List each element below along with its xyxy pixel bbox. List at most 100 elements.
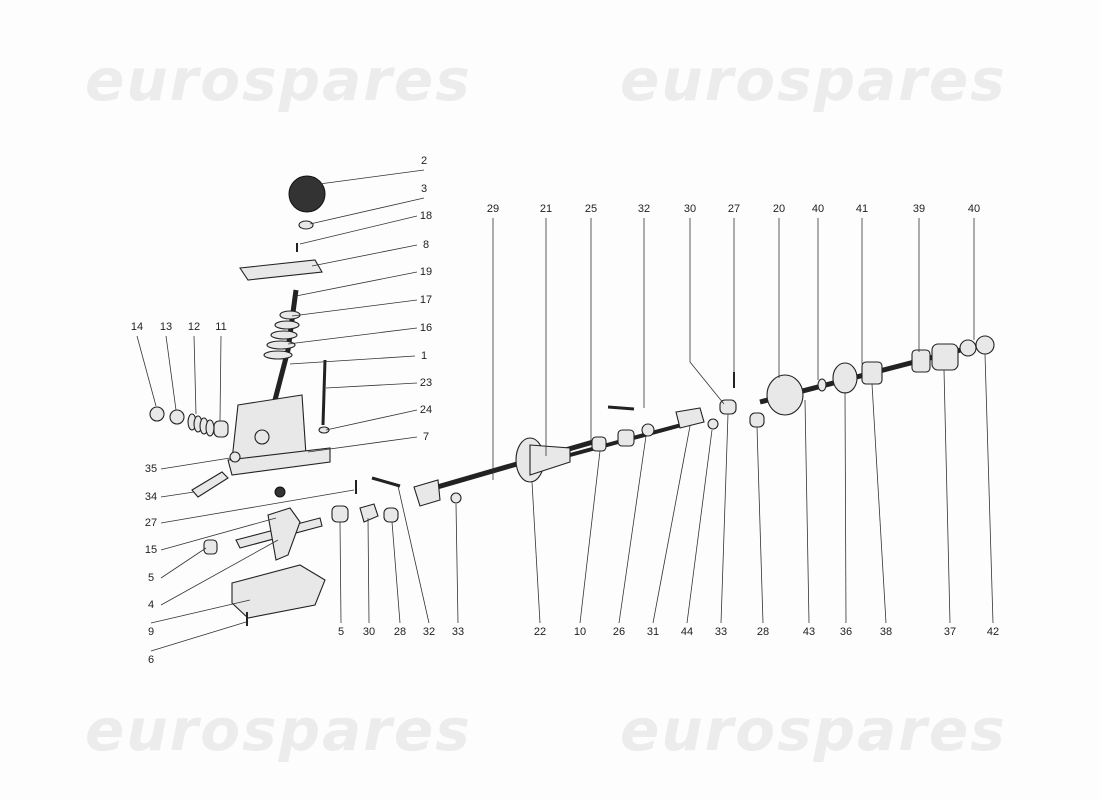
leader-line [455,503,459,624]
callout-37: 37 [944,626,956,638]
callout-7: 7 [423,431,429,443]
ring [641,423,655,437]
leader-line [311,244,418,267]
nut [450,492,462,504]
washer [318,426,330,434]
leader-line [150,599,251,624]
housing-port [254,429,270,445]
callout-14: 14 [131,321,143,333]
callout-38: 38 [880,626,892,638]
linkage-rod [419,437,601,495]
ring [591,436,607,452]
housing-base [227,447,331,476]
callout-5: 5 [338,626,344,638]
leader-line [160,491,195,498]
leader-line [311,169,425,186]
callout-17: 17 [420,294,432,306]
leader-line [531,481,541,624]
callout-12: 12 [188,321,200,333]
bolt [371,476,401,488]
callout-10: 10 [574,626,586,638]
leader-line [689,218,725,405]
callout-28: 28 [394,626,406,638]
bush [203,539,218,555]
callout-11: 11 [215,321,226,333]
callout-30: 30 [363,626,375,638]
nut [707,418,719,430]
gate-plate [239,259,323,281]
callout-30: 30 [684,203,696,215]
callout-18: 18 [420,210,432,222]
spring-small [187,413,215,437]
ring [817,378,827,392]
callout-41: 41 [856,203,868,215]
callout-32: 32 [638,203,650,215]
callout-36: 36 [840,626,852,638]
watermark: eurospares [85,46,472,114]
callout-22: 22 [534,626,546,638]
circlip [149,406,165,422]
callout-27: 27 [728,203,740,215]
plunger [213,420,229,438]
bush [383,507,399,523]
leader-lines [136,169,994,652]
nut [298,220,314,230]
leader-line [165,335,177,411]
gear-knob [288,175,326,213]
watermark: eurospares [85,696,472,764]
leader-line [391,521,401,624]
callout-5: 5 [148,572,154,584]
leader-line [219,335,222,422]
leader-line [397,485,430,624]
callout-44: 44 [681,626,693,638]
callout-8: 8 [423,239,429,251]
callout-6: 6 [148,654,154,666]
watermark: eurospares [620,46,1007,114]
callout-26: 26 [613,626,625,638]
ring [169,409,185,425]
leader-line [652,425,691,624]
leader-line [291,299,418,317]
shaft [569,418,701,457]
bolt [607,405,635,411]
leader-line [299,215,418,245]
callout-40: 40 [968,203,980,215]
callout-29: 29 [487,203,499,215]
boot [766,374,804,416]
gaiter [529,444,571,476]
leader-line [325,382,418,389]
watermark: eurospares [620,696,1007,764]
leader-line [844,391,847,624]
leader-line [804,399,810,624]
joint [359,503,379,523]
joint-yoke [675,407,705,429]
bolt [321,359,327,426]
leader-line [756,426,764,624]
switch-sensor [191,471,229,498]
callout-24: 24 [420,404,432,416]
leader-line [289,355,416,365]
leader-line [618,435,647,624]
leader-line [160,539,279,606]
selector-fork [267,507,301,561]
leader-line [287,327,418,345]
callout-39: 39 [913,203,925,215]
leader-line [160,547,207,579]
rod-end [413,479,441,507]
leader-line [307,436,418,453]
callout-28: 28 [757,626,769,638]
callout-35: 35 [145,463,157,475]
callout-43: 43 [803,626,815,638]
callout-32: 32 [423,626,435,638]
leader-line [136,335,157,407]
callout-9: 9 [148,626,154,638]
leader-line [720,413,729,624]
callout-33: 33 [715,626,727,638]
leader-line [686,429,713,624]
leader-line [160,457,231,470]
bush [749,412,765,428]
callout-31: 31 [647,626,659,638]
leader-line [309,197,425,225]
